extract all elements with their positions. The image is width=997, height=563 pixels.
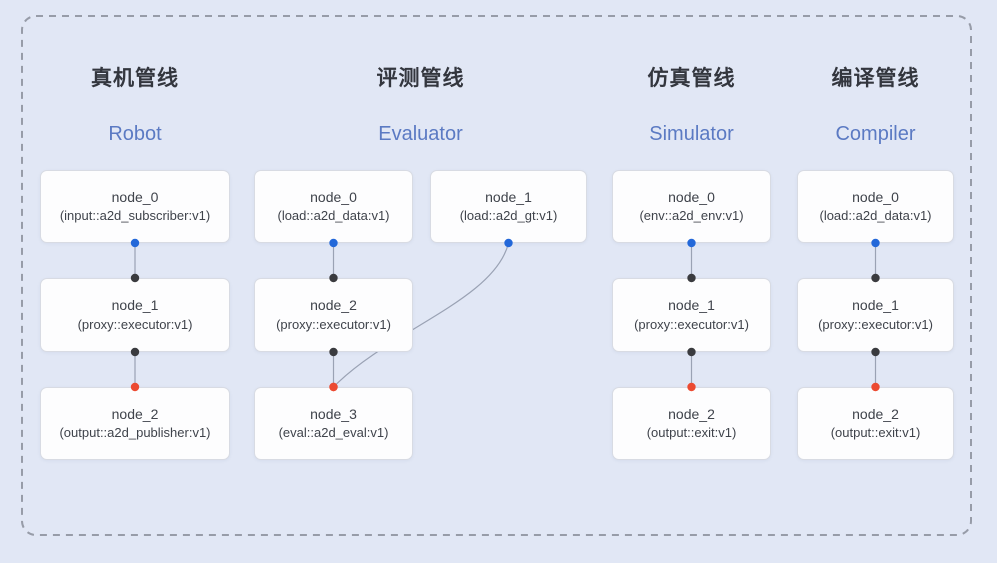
node-title: node_1 bbox=[485, 188, 532, 205]
node-subtitle: (load::a2d_data:v1) bbox=[819, 208, 932, 224]
node-title: node_1 bbox=[668, 297, 715, 314]
node-subtitle: (proxy::executor:v1) bbox=[77, 316, 193, 332]
node-box-compiler-node_0[interactable]: node_0(load::a2d_data:v1) bbox=[797, 170, 954, 243]
node-title: node_0 bbox=[310, 188, 357, 205]
node-title: node_0 bbox=[668, 188, 715, 205]
node-box-robot-node_1[interactable]: node_1(proxy::executor:v1) bbox=[40, 278, 230, 352]
node-subtitle: (load::a2d_data:v1) bbox=[277, 208, 390, 224]
node-box-evaluator-node_1[interactable]: node_1(load::a2d_gt:v1) bbox=[430, 170, 587, 243]
node-box-evaluator-node_3[interactable]: node_3(eval::a2d_eval:v1) bbox=[254, 387, 413, 460]
node-subtitle: (output::exit:v1) bbox=[830, 425, 921, 441]
node-box-simulator-node_1[interactable]: node_1(proxy::executor:v1) bbox=[612, 278, 771, 352]
node-subtitle: (env::a2d_env:v1) bbox=[639, 208, 744, 224]
node-box-evaluator-node_0[interactable]: node_0(load::a2d_data:v1) bbox=[254, 170, 413, 243]
node-subtitle: (input::a2d_subscriber:v1) bbox=[59, 208, 211, 224]
node-box-robot-node_2[interactable]: node_2(output::a2d_publisher:v1) bbox=[40, 387, 230, 460]
pipeline-title-en-evaluator: Evaluator bbox=[378, 123, 463, 145]
pipeline-title-zh-evaluator: 评测管线 bbox=[376, 67, 465, 90]
pipeline-title-zh-robot: 真机管线 bbox=[91, 67, 179, 90]
node-box-compiler-node_1[interactable]: node_1(proxy::executor:v1) bbox=[797, 278, 954, 352]
node-subtitle: (output::exit:v1) bbox=[646, 425, 737, 441]
node-box-simulator-node_0[interactable]: node_0(env::a2d_env:v1) bbox=[612, 170, 771, 243]
node-title: node_0 bbox=[852, 188, 899, 205]
node-subtitle: (output::a2d_publisher:v1) bbox=[59, 425, 211, 441]
node-title: node_1 bbox=[852, 297, 899, 314]
pipeline-title-en-compiler: Compiler bbox=[835, 123, 916, 145]
node-subtitle: (proxy::executor:v1) bbox=[276, 316, 391, 332]
node-title: node_1 bbox=[111, 297, 159, 314]
pipeline-title-en-robot: Robot bbox=[108, 123, 162, 145]
node-subtitle: (proxy::executor:v1) bbox=[634, 316, 749, 332]
node-box-robot-node_0[interactable]: node_0(input::a2d_subscriber:v1) bbox=[40, 170, 230, 243]
node-title: node_2 bbox=[852, 405, 899, 422]
node-title: node_0 bbox=[111, 188, 159, 205]
node-box-evaluator-node_2[interactable]: node_2(proxy::executor:v1) bbox=[254, 278, 413, 352]
node-title: node_2 bbox=[310, 297, 357, 314]
node-box-simulator-node_2[interactable]: node_2(output::exit:v1) bbox=[612, 387, 771, 460]
pipeline-title-zh-compiler: 编译管线 bbox=[831, 67, 920, 90]
node-title: node_3 bbox=[310, 405, 357, 422]
node-subtitle: (eval::a2d_eval:v1) bbox=[278, 425, 389, 441]
pipeline-title-zh-simulator: 仿真管线 bbox=[647, 67, 736, 90]
node-title: node_2 bbox=[668, 405, 715, 422]
node-subtitle: (proxy::executor:v1) bbox=[818, 316, 933, 332]
pipeline-title-en-simulator: Simulator bbox=[649, 123, 734, 145]
node-title: node_2 bbox=[111, 405, 159, 422]
node-box-compiler-node_2[interactable]: node_2(output::exit:v1) bbox=[797, 387, 954, 460]
node-subtitle: (load::a2d_gt:v1) bbox=[459, 208, 558, 224]
